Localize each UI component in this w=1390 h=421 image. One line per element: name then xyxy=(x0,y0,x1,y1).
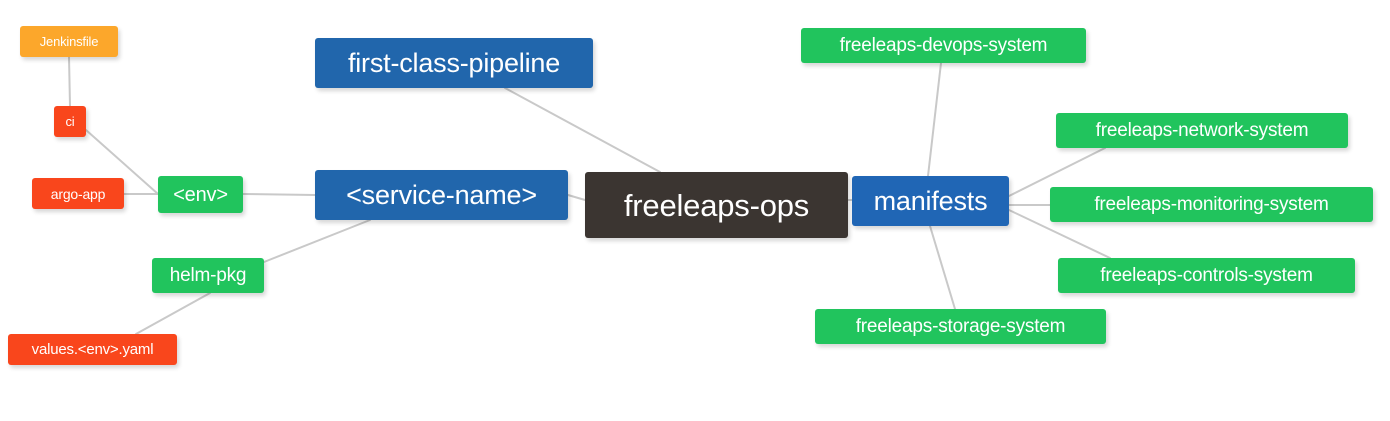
node-helm-pkg[interactable]: helm-pkg xyxy=(152,258,264,293)
node-storage-system[interactable]: freeleaps-storage-system xyxy=(815,309,1106,344)
edge-env-to-service-name xyxy=(242,193,316,196)
edge-first-class-pipeline-to-freeleaps-ops xyxy=(504,87,661,173)
edge-service-name-to-freeleaps-ops xyxy=(567,194,586,201)
node-jenkinsfile[interactable]: Jenkinsfile xyxy=(20,26,118,57)
node-network-system[interactable]: freeleaps-network-system xyxy=(1056,113,1348,148)
edge-jenkinsfile-to-ci xyxy=(68,56,71,107)
edge-manifests-to-devops-system xyxy=(927,62,942,177)
node-values-yaml[interactable]: values.<env>.yaml xyxy=(8,334,177,365)
node-controls-system[interactable]: freeleaps-controls-system xyxy=(1058,258,1355,293)
edge-manifests-to-storage-system xyxy=(929,225,956,310)
node-devops-system[interactable]: freeleaps-devops-system xyxy=(801,28,1086,63)
node-ci[interactable]: ci xyxy=(54,106,86,137)
node-service-name[interactable]: <service-name> xyxy=(315,170,568,220)
node-monitoring-system[interactable]: freeleaps-monitoring-system xyxy=(1050,187,1373,222)
node-argo-app[interactable]: argo-app xyxy=(32,178,124,209)
node-first-class-pipeline[interactable]: first-class-pipeline xyxy=(315,38,593,88)
edge-values-yaml-to-helm-pkg xyxy=(135,292,211,335)
edge-helm-pkg-to-service-name xyxy=(263,219,371,263)
node-manifests[interactable]: manifests xyxy=(852,176,1009,226)
node-env[interactable]: <env> xyxy=(158,176,243,213)
node-freeleaps-ops[interactable]: freeleaps-ops xyxy=(585,172,848,238)
